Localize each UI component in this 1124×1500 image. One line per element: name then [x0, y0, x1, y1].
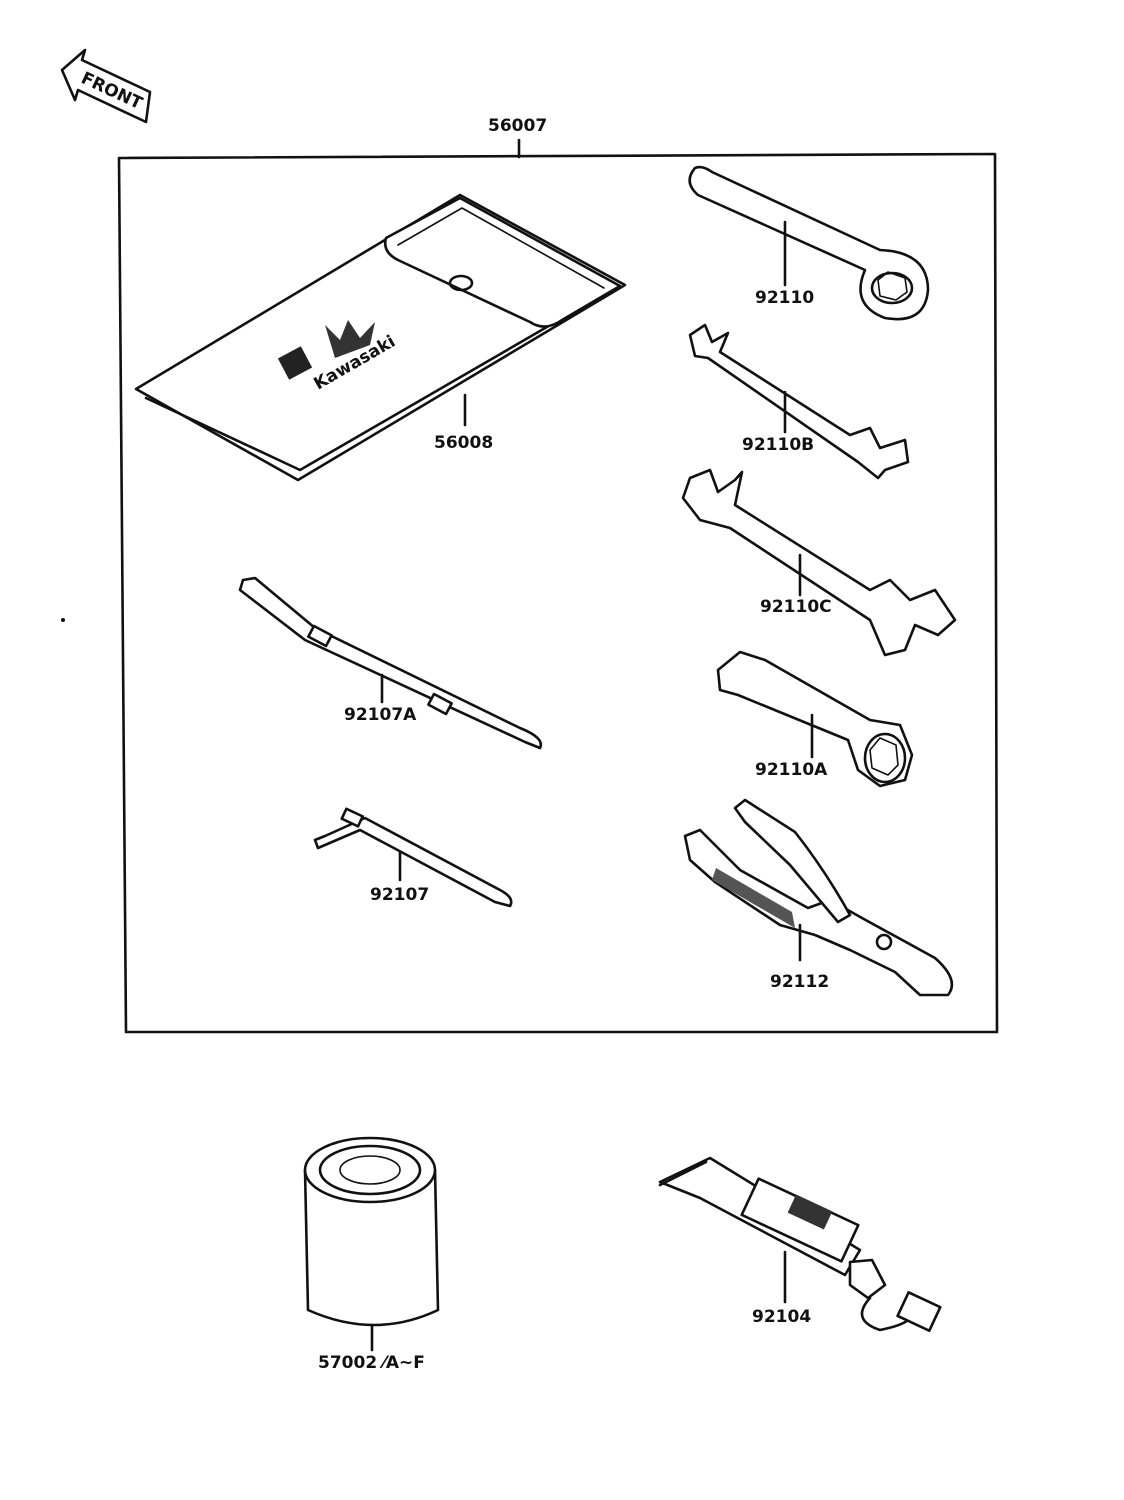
tube-part-number: 92104: [752, 1307, 811, 1327]
kit-frame: 56007: [117, 116, 999, 1034]
plug-wrench: 92110A: [716, 650, 914, 788]
tool-pouch: Kawasaki 56008: [134, 193, 627, 482]
pliers-part-number: 92112: [770, 972, 829, 992]
box-wrench-part-number: 92110: [755, 288, 814, 308]
open-wrench-large-part-number: 92110C: [760, 597, 832, 617]
pouch-part-number: 56008: [434, 433, 493, 453]
open-wrench-small: 92110B: [688, 323, 910, 480]
grease-tube: 92104: [658, 1156, 942, 1333]
box-wrench: 92110: [688, 165, 930, 321]
open-wrench-small-part-number: 92110B: [742, 435, 814, 455]
chemical-can: 57002 ⁄A~F: [303, 1136, 440, 1373]
plug-wrench-part-number: 92110A: [755, 760, 828, 780]
pliers: 92112: [683, 798, 954, 997]
can-part-number: 57002 ⁄A~F: [318, 1353, 425, 1373]
kit-part-number: 56007: [488, 116, 547, 136]
screwdriver-short-part-number: 92107: [370, 885, 429, 905]
screwdriver-short: 92107: [313, 807, 513, 908]
front-arrow-icon: FRONT: [60, 48, 152, 124]
open-wrench-large: 92110C: [681, 468, 957, 657]
screwdriver-long-part-number: 92107A: [344, 705, 417, 725]
screwdriver-long: 92107A: [238, 576, 543, 750]
